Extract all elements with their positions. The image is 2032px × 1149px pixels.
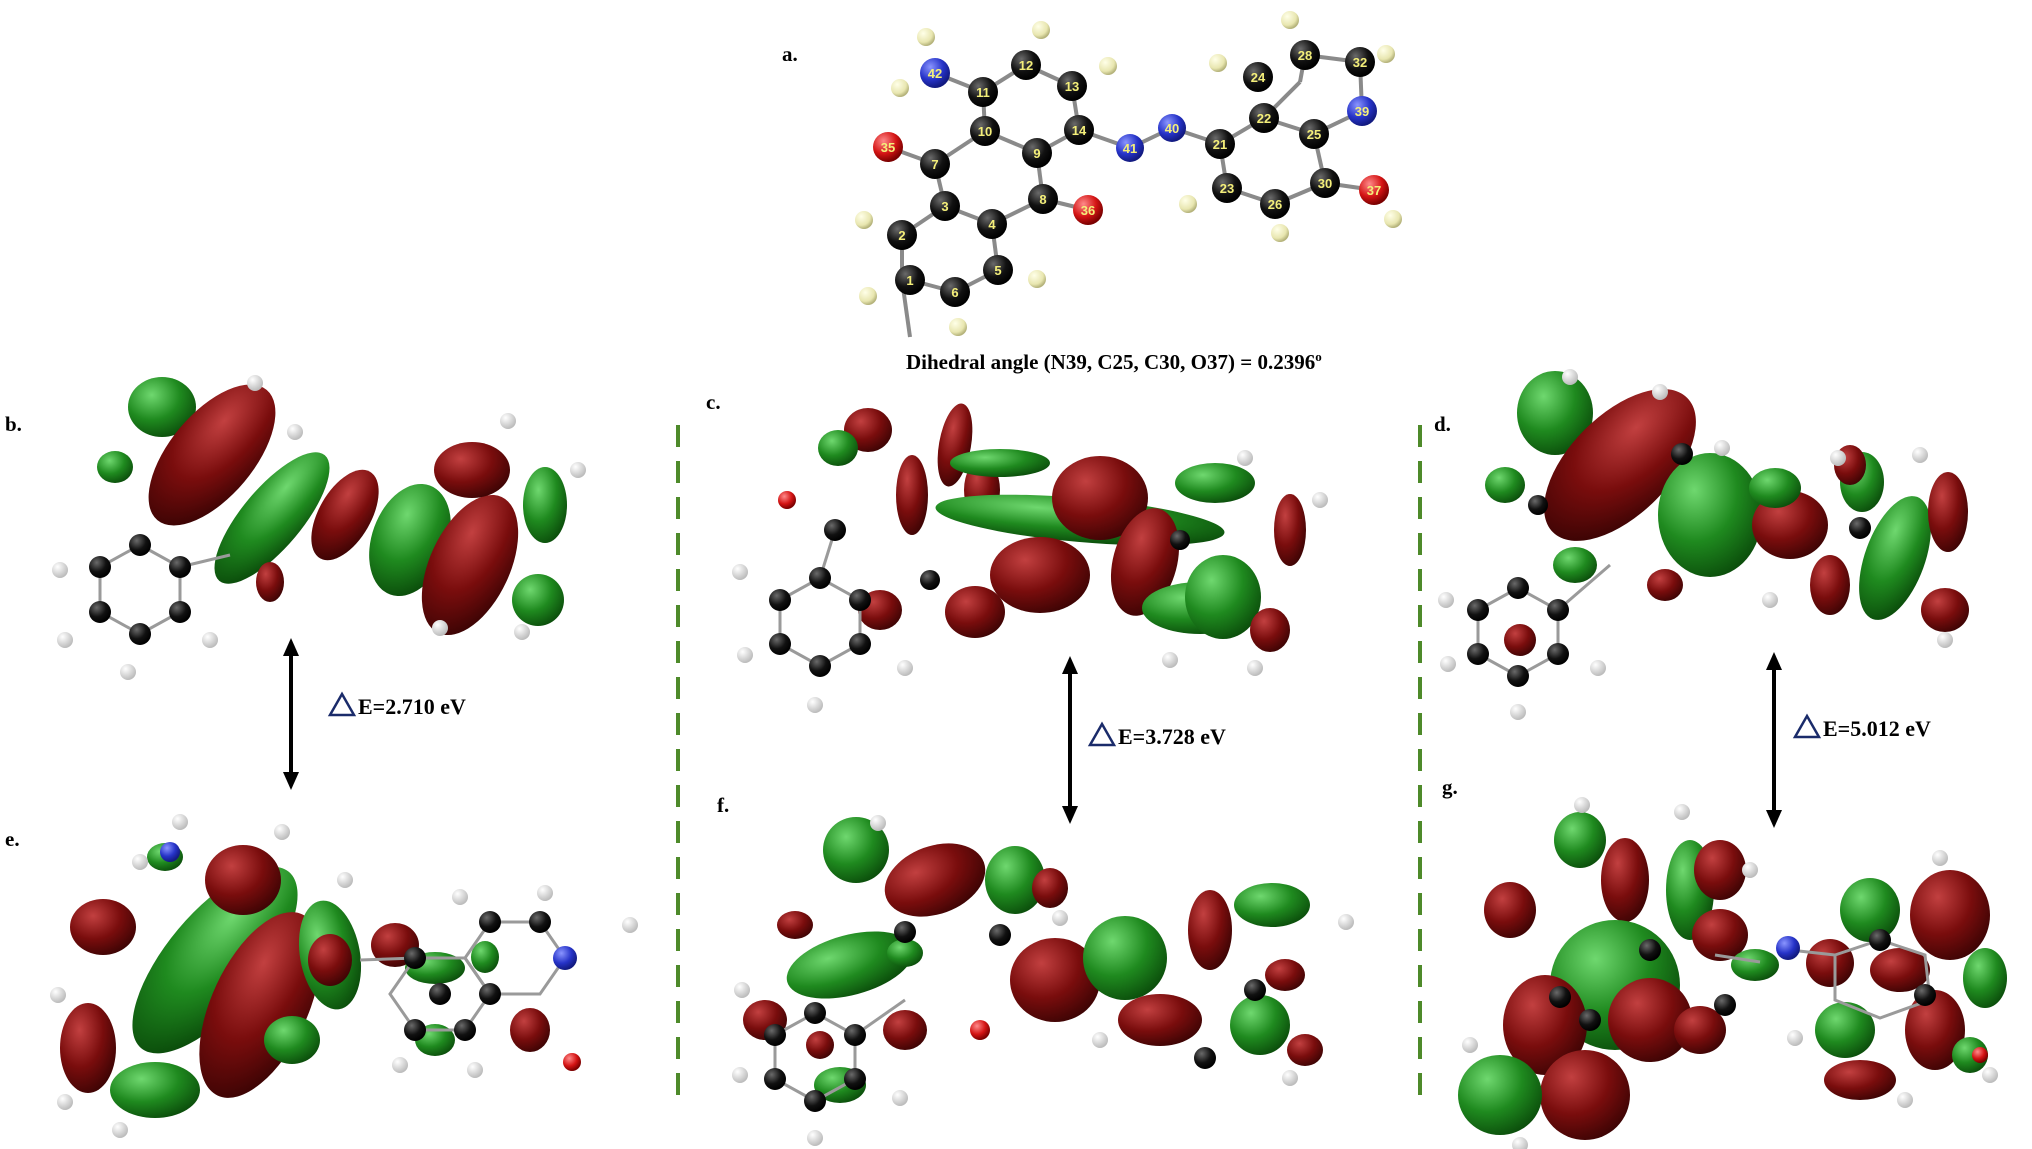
- energy-gap-right: E=5.012 eV: [1823, 716, 1931, 741]
- atom-number: 7: [931, 157, 938, 172]
- atom-number: 37: [1367, 183, 1381, 198]
- atom-number: 14: [1072, 123, 1087, 138]
- hydrogen-atoms: [855, 11, 1402, 336]
- atom-number: 6: [951, 285, 958, 300]
- atom-number: 9: [1033, 146, 1040, 161]
- atom-number: 26: [1268, 197, 1282, 212]
- atom-number: 13: [1065, 79, 1079, 94]
- atom-number: 35: [881, 140, 895, 155]
- energy-arrows: [283, 638, 1782, 828]
- atom-number: 3: [941, 199, 948, 214]
- degree-superscript: o: [1315, 349, 1322, 364]
- panel-label-a: a.: [782, 42, 798, 66]
- energy-gap-middle: E=3.728 eV: [1118, 724, 1226, 749]
- panel-label-b: b.: [5, 412, 22, 436]
- atom-number: 41: [1123, 141, 1137, 156]
- atom-number: 11: [976, 85, 990, 100]
- panel-label-g: g.: [1442, 775, 1458, 799]
- panel-label-d: d.: [1434, 412, 1451, 436]
- atom-number: 40: [1165, 121, 1179, 136]
- orbital-b: [52, 375, 586, 680]
- atom-number: 42: [928, 66, 942, 81]
- atom-number: 23: [1220, 181, 1234, 196]
- atom-number: 22: [1257, 111, 1271, 126]
- energy-gap-left: E=2.710 eV: [358, 694, 466, 719]
- atom-number: 12: [1019, 58, 1033, 73]
- orbital-d: [1438, 369, 1969, 720]
- atom-number: 36: [1081, 203, 1095, 218]
- atom-number: 10: [978, 124, 992, 139]
- panel-label-f: f.: [717, 793, 730, 817]
- atom-number: 25: [1307, 127, 1321, 142]
- atom-number: 24: [1251, 70, 1266, 85]
- dihedral-caption: Dihedral angle (N39, C25, C30, O37) = 0.…: [906, 349, 1322, 375]
- panel-label-c: c.: [706, 390, 721, 414]
- heavy-atoms: [873, 40, 1389, 307]
- atom-number: 5: [994, 263, 1001, 278]
- atom-number: 30: [1318, 176, 1332, 191]
- orbital-f: [732, 815, 1354, 1146]
- atom-number: 2: [898, 228, 905, 243]
- panel-label-e: e.: [5, 827, 20, 851]
- atom-number: 28: [1298, 48, 1312, 63]
- atom-number: 1: [906, 273, 913, 288]
- atom-number: 4: [988, 217, 996, 232]
- dihedral-text: Dihedral angle (N39, C25, C30, O37) = 0.…: [906, 350, 1316, 374]
- atom-number: 21: [1213, 137, 1227, 152]
- orbital-e: [50, 814, 638, 1138]
- atom-number: 39: [1355, 104, 1369, 119]
- delta-triangles: [327, 691, 1822, 747]
- atom-number: 8: [1039, 192, 1046, 207]
- orbital-c: [732, 403, 1328, 713]
- atom-number: 32: [1353, 55, 1367, 70]
- orbital-g: [1458, 797, 2007, 1149]
- atom-number-labels: 1 2 3 4 5 6 7 8 9 10 11 12 13 14 21 22 2…: [881, 48, 1381, 300]
